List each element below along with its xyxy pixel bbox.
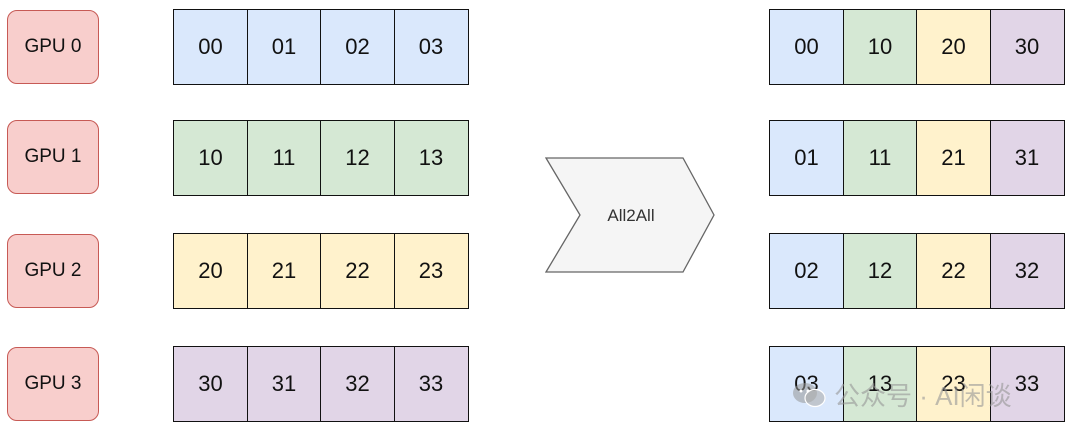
output-cell: 23 bbox=[916, 346, 991, 422]
input-cell: 03 bbox=[393, 9, 469, 85]
output-cell: 20 bbox=[916, 9, 991, 85]
gpu-label-1: GPU 1 bbox=[7, 120, 99, 194]
output-cell: 02 bbox=[769, 233, 844, 309]
output-cell: 21 bbox=[916, 120, 991, 196]
input-cell: 30 bbox=[173, 346, 248, 422]
input-cell: 33 bbox=[393, 346, 469, 422]
input-cell: 11 bbox=[246, 120, 322, 196]
input-cell: 22 bbox=[320, 233, 395, 309]
input-cell: 12 bbox=[320, 120, 395, 196]
input-cell: 00 bbox=[173, 9, 248, 85]
all2all-arrow: All2All bbox=[545, 157, 715, 273]
output-cell: 31 bbox=[989, 120, 1065, 196]
output-cell: 13 bbox=[842, 346, 918, 422]
output-row-3: 03 13 23 33 bbox=[769, 346, 1065, 422]
output-cell: 33 bbox=[989, 346, 1065, 422]
input-row-2: 20 21 22 23 bbox=[173, 233, 469, 309]
gpu-label-0: GPU 0 bbox=[7, 10, 99, 84]
output-cell: 32 bbox=[989, 233, 1065, 309]
operation-label: All2All bbox=[607, 206, 654, 225]
input-cell: 31 bbox=[246, 346, 322, 422]
input-row-0: 00 01 02 03 bbox=[173, 9, 469, 85]
output-cell: 01 bbox=[769, 120, 844, 196]
output-row-1: 01 11 21 31 bbox=[769, 120, 1065, 196]
input-cell: 23 bbox=[393, 233, 469, 309]
output-cell: 03 bbox=[769, 346, 844, 422]
input-cell: 13 bbox=[393, 120, 469, 196]
input-cell: 21 bbox=[246, 233, 322, 309]
output-cell: 00 bbox=[769, 9, 844, 85]
input-row-3: 30 31 32 33 bbox=[173, 346, 469, 422]
output-row-2: 02 12 22 32 bbox=[769, 233, 1065, 309]
input-row-1: 10 11 12 13 bbox=[173, 120, 469, 196]
output-cell: 11 bbox=[842, 120, 918, 196]
output-cell: 30 bbox=[989, 9, 1065, 85]
gpu-label-2: GPU 2 bbox=[7, 234, 99, 308]
input-cell: 01 bbox=[246, 9, 322, 85]
output-cell: 10 bbox=[842, 9, 918, 85]
input-cell: 20 bbox=[173, 233, 248, 309]
output-cell: 12 bbox=[842, 233, 918, 309]
input-cell: 10 bbox=[173, 120, 248, 196]
input-cell: 02 bbox=[320, 9, 395, 85]
output-row-0: 00 10 20 30 bbox=[769, 9, 1065, 85]
output-cell: 22 bbox=[916, 233, 991, 309]
gpu-label-3: GPU 3 bbox=[7, 347, 99, 421]
input-cell: 32 bbox=[320, 346, 395, 422]
